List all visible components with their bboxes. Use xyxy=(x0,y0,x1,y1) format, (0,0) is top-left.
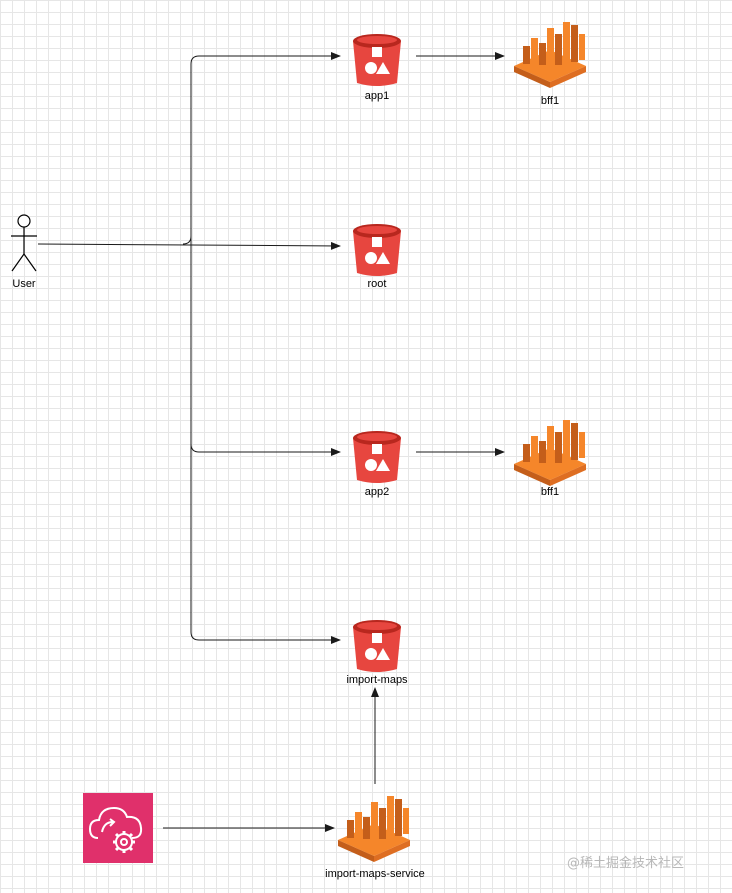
import-maps-service-label: import-maps-service xyxy=(325,868,425,880)
root-label: root xyxy=(367,278,387,290)
bff1-top-label: bff1 xyxy=(540,95,560,107)
import-maps-label: import-maps xyxy=(346,674,408,686)
connectors xyxy=(37,52,505,832)
stick-figure-icon xyxy=(11,214,37,272)
app1-label: app1 xyxy=(364,90,390,102)
edge-user-trunk xyxy=(182,235,192,245)
edge-trunk-to-import-maps xyxy=(190,444,341,644)
emr-cluster-icon xyxy=(514,22,586,88)
emr-cluster-icon xyxy=(514,420,586,486)
edge-trunk-vertical xyxy=(190,52,341,236)
s3-bucket-icon xyxy=(353,34,401,86)
s3-bucket-icon xyxy=(353,224,401,276)
user-label: User xyxy=(12,278,36,290)
cloud-gear-icon xyxy=(83,793,153,863)
edge-user-to-root xyxy=(37,241,341,250)
s3-bucket-icon xyxy=(353,431,401,483)
s3-bucket-icon xyxy=(353,620,401,672)
emr-cluster-icon xyxy=(338,796,410,862)
bff1-middle-label: bff1 xyxy=(540,486,560,498)
watermark: @稀土掘金技术社区 xyxy=(567,856,685,871)
edge-trunk-to-app2 xyxy=(190,236,341,456)
app2-label: app2 xyxy=(364,486,390,498)
